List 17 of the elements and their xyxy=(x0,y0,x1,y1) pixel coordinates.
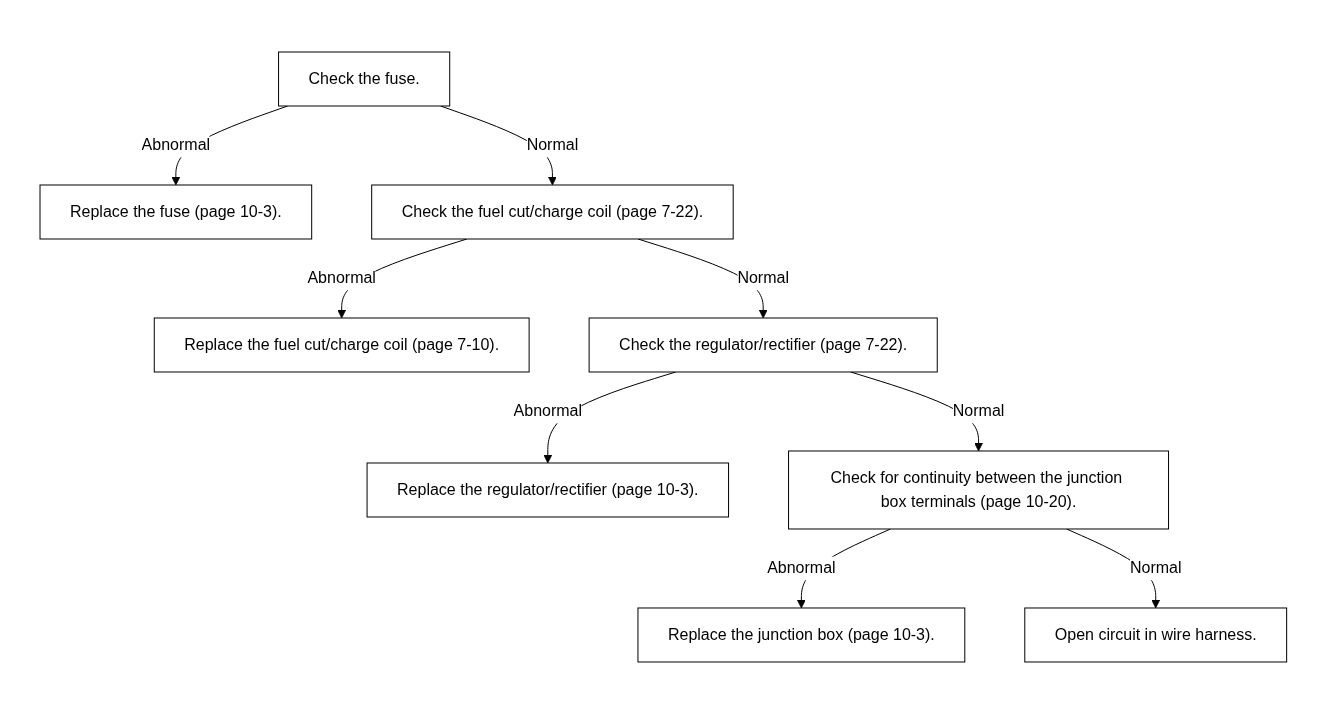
node-box: Check for continuity between the junction box terminals (page 10-20). xyxy=(788,450,1170,530)
node-box: Check the fuel cut/charge coil (page 7-22). xyxy=(371,184,734,240)
edge-label: Normal xyxy=(737,269,790,287)
node-box: Check the regulator/rectifier (page 7-22). xyxy=(588,317,938,373)
edge-label: Abnormal xyxy=(513,402,583,420)
node-box: Replace the regulator/rectifier (page 10-3). xyxy=(366,462,730,518)
node-box: Open circuit in wire harness. xyxy=(1024,607,1288,663)
node-box: Replace the fuel cut/charge coil (page 7-10). xyxy=(153,317,530,373)
edge-label: Abnormal xyxy=(141,136,211,154)
edge-label: Abnormal xyxy=(307,269,377,287)
node-box: Replace the junction box (page 10-3). xyxy=(637,607,966,663)
edge-label: Normal xyxy=(1130,559,1182,577)
edge-label: Normal xyxy=(952,402,1005,420)
node-box: Check the fuse. xyxy=(278,51,451,107)
edge-label: Abnormal xyxy=(767,559,836,577)
node-box: Replace the fuse (page 10-3). xyxy=(39,184,313,240)
edge-label: Normal xyxy=(526,136,579,154)
